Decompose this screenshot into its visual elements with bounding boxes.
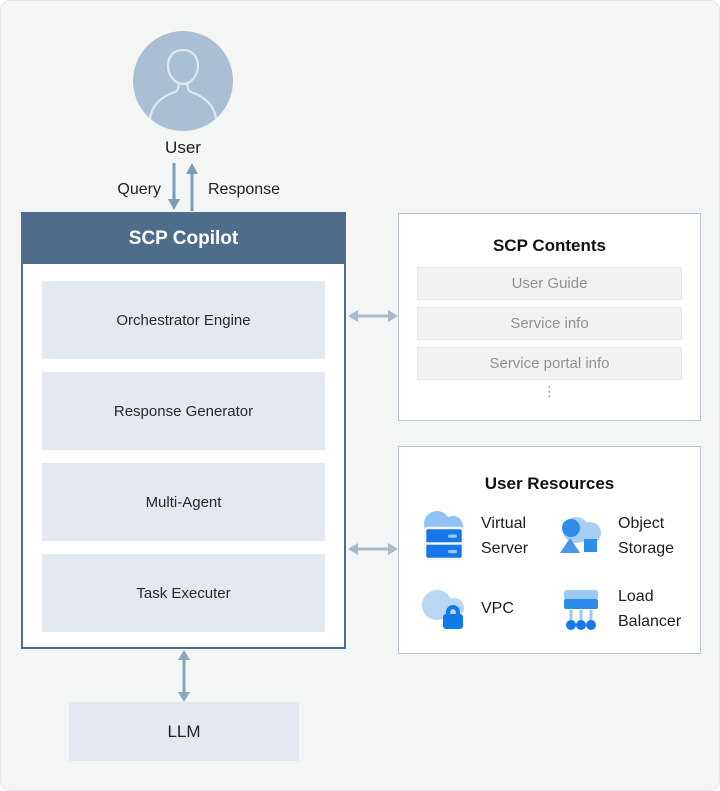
copilot-resources-arrow-icon <box>348 543 398 555</box>
query-label: Query <box>117 181 161 198</box>
copilot-panel: SCP Copilot Orchestrator Engine Response… <box>21 212 346 649</box>
contents-panel-title: SCP Contents <box>492 236 607 255</box>
contents-item-service-info: Service info <box>417 307 682 340</box>
contents-more-indicator: ⋮ <box>542 383 557 399</box>
resource-label-load-balancer: Load Balancer <box>618 587 682 630</box>
copilot-contents-arrow-icon <box>348 310 398 322</box>
copilot-body: Orchestrator Engine Response Generator M… <box>23 264 344 649</box>
copilot-module-task-executer: Task Executer <box>42 554 325 632</box>
resources-grid: Virtual Server Object Storage <box>420 499 690 645</box>
resource-label-object-storage: Object Storage <box>618 514 675 557</box>
virtual-server-icon <box>423 510 465 560</box>
contents-item-user-guide: User Guide <box>417 267 682 300</box>
resource-label-vpc: VPC <box>481 600 514 617</box>
contents-item-service-portal-info: Service portal info <box>417 347 682 380</box>
copilot-module-response-generator: Response Generator <box>42 372 325 450</box>
resource-item-object-storage: Object Storage <box>557 499 690 572</box>
resource-label-virtual-server: Virtual Server <box>481 514 529 557</box>
resources-panel: User Resources Virtual Server <box>398 446 701 654</box>
object-storage-icon <box>560 516 601 553</box>
user-avatar-icon <box>133 31 233 131</box>
copilot-title: SCP Copilot <box>23 214 344 264</box>
copilot-module-multi-agent: Multi-Agent <box>42 463 325 541</box>
load-balancer-icon <box>564 589 598 630</box>
user-label: User <box>165 138 201 157</box>
llm-box: LLM <box>69 702 299 761</box>
copilot-module-orchestrator-engine: Orchestrator Engine <box>42 281 325 359</box>
resource-item-vpc: VPC <box>420 572 553 645</box>
vpc-icon <box>422 589 464 629</box>
resource-item-virtual-server: Virtual Server <box>420 499 553 572</box>
copilot-llm-arrow-icon <box>178 650 190 702</box>
contents-panel: SCP Contents User Guide Service info Ser… <box>398 213 701 421</box>
resource-item-load-balancer: Load Balancer <box>557 572 690 645</box>
response-label: Response <box>208 181 281 198</box>
resources-panel-title: User Resources <box>484 474 615 493</box>
query-response-arrows-icon <box>168 163 198 211</box>
contents-list: User Guide Service info Service portal i… <box>417 267 682 380</box>
